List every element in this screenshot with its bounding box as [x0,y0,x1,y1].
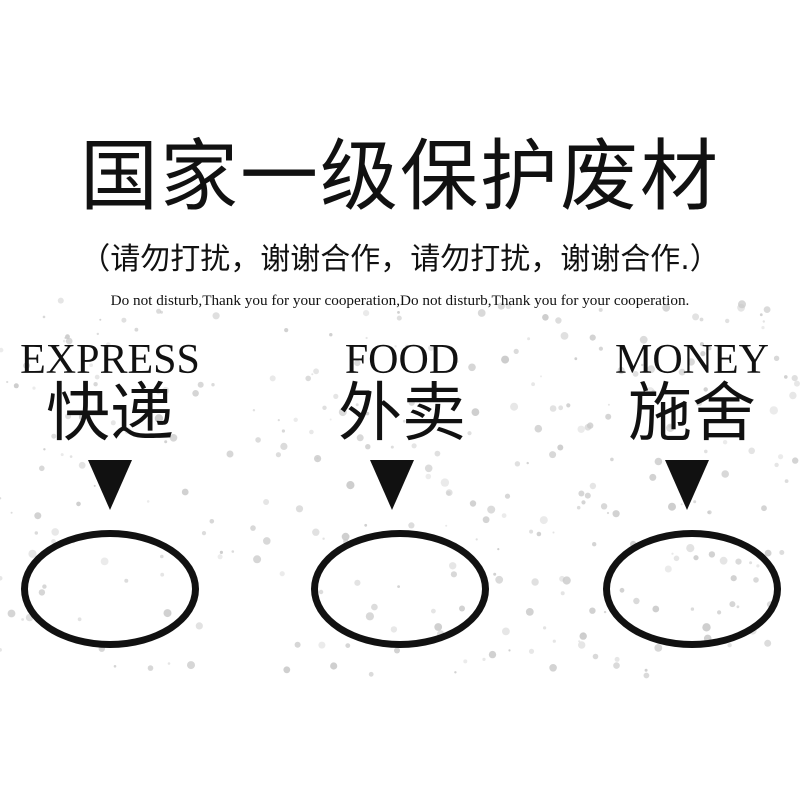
arrow-down-icon [370,460,414,510]
slot-express-label-en: EXPRESS [20,337,200,383]
subtitle-english: Do not disturb,Thank you for your cooper… [110,292,690,309]
ring-icon [21,530,199,648]
slot-food: FOOD 外卖 [272,336,532,656]
slot-food-label-cn: 外卖 [338,377,466,451]
slot-money-label-en: MONEY [615,337,769,383]
slot-money-label-cn: 施舍 [628,377,756,451]
slot-money: MONEY 施舍 [562,336,800,656]
slot-food-label-en: FOOD [344,337,460,383]
subtitle-chinese: （请勿打扰，谢谢合作，请勿打扰，谢谢合作.） [80,242,720,277]
ring-icon [311,530,489,648]
arrow-down-icon [665,460,709,510]
slot-express: EXPRESS 快递 [0,336,240,656]
arrow-down-icon [88,460,132,510]
ring-icon [603,530,781,648]
page-title: 国家一级保护废材 [79,132,720,222]
slot-express-label-cn: 快递 [46,377,174,451]
